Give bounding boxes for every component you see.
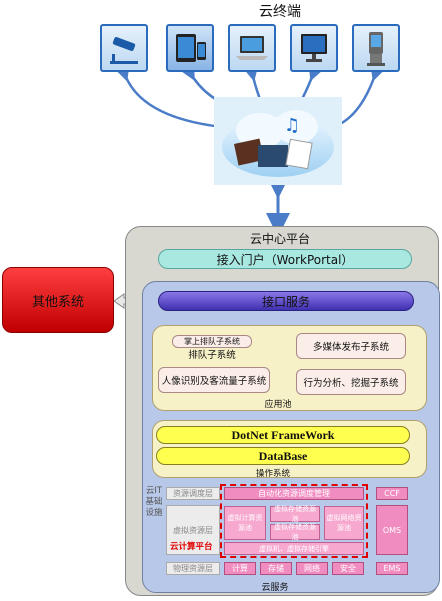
virtual-storage-pool-sub: 虚拟存储资源池 (270, 523, 320, 541)
physical-storage: 存储 (260, 562, 292, 575)
infra-row1-label: 资源调度层 (166, 487, 220, 500)
interface-service-bar: 接口服务 (158, 291, 414, 311)
app-item-face-recognition: 人像识别及客流量子系统 (158, 367, 270, 393)
dotnet-framework-bar: DotNet FrameWork (156, 426, 410, 444)
oms-box: OMS (376, 505, 408, 555)
infra-row1-content: 自动化资源调度管理 (224, 487, 364, 500)
app-item-queue: 排队子系统 (188, 350, 236, 361)
physical-compute: 计算 (224, 562, 256, 575)
virtual-network-pool: 虚拟网络资源池 (324, 506, 364, 540)
app-item-multimedia: 多媒体发布子系统 (296, 333, 406, 359)
physical-security: 安全 (332, 562, 364, 575)
it-infra-side-label: 云IT基础设施 (145, 486, 163, 518)
app-item-mobile-queue: 掌上排队子系统 (172, 335, 252, 348)
tablet-phone-icon (166, 24, 214, 72)
virtual-compute-pool: 虚拟计算资源池 (224, 506, 266, 540)
ems-box: EMS (376, 562, 408, 575)
cloud-computing-frame (220, 484, 368, 558)
infra-row2-label: 虚拟资源层 (166, 505, 220, 555)
cloud-service-label: 云服务 (261, 582, 289, 593)
app-pool-label: 应用池 (264, 399, 292, 410)
virtual-storage-pool: 虚拟存储资源池 (270, 505, 320, 523)
virtual-engine-bar: 虚拟机、虚拟存储引擎 (224, 542, 364, 555)
work-portal-bar: 接入门户（WorkPortal） (158, 249, 412, 269)
terminal-title: 云终端 (259, 4, 301, 20)
app-item-behavior-analysis: 行为分析、挖掘子系统 (296, 369, 406, 395)
platform-title: 云中心平台 (249, 231, 310, 246)
cloud-media-icon: ♫ (214, 97, 342, 185)
laptop-icon (228, 24, 276, 72)
infra-row3-label: 物理资源层 (166, 562, 220, 575)
ccf-box: CCF (376, 487, 408, 500)
physical-network: 网络 (296, 562, 328, 575)
svg-text:♫: ♫ (284, 115, 300, 136)
cloud-computing-platform-label: 云计算平台 (170, 542, 213, 552)
desktop-monitor-icon (290, 24, 338, 72)
kiosk-terminal-icon (352, 24, 400, 72)
connector-camera (111, 59, 233, 130)
other-system-box: 其他系统 (2, 267, 114, 333)
os-layer-label: 操作系统 (255, 468, 290, 479)
database-bar: DataBase (156, 447, 410, 465)
cctv-camera-icon (100, 24, 148, 72)
